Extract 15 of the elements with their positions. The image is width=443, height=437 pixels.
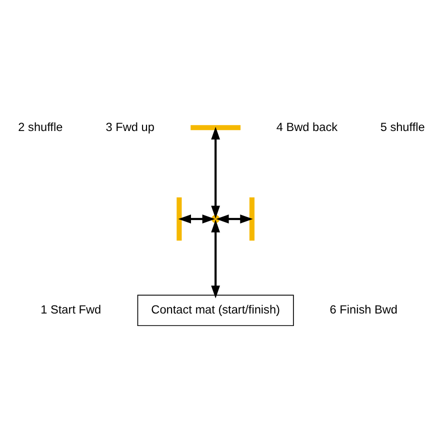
arrow: [211, 126, 220, 218]
node-point: [212, 214, 220, 223]
node-bar: [249, 196, 254, 240]
label: 4 Bwd back: [276, 119, 338, 134]
label: 6 Finish Bwd: [330, 302, 398, 316]
arrow: [211, 219, 220, 298]
label: 3 Fwd up: [106, 119, 154, 134]
node-bar: [190, 124, 241, 130]
label: 1 Start Fwd: [40, 302, 102, 316]
label: 2 shuffle: [18, 119, 63, 134]
arrow: [178, 214, 216, 223]
label: 5 shuffle: [380, 119, 425, 134]
arrow: [216, 214, 253, 223]
node-bar: [176, 196, 182, 240]
node-box: Contact mat (start/finish): [137, 294, 294, 326]
